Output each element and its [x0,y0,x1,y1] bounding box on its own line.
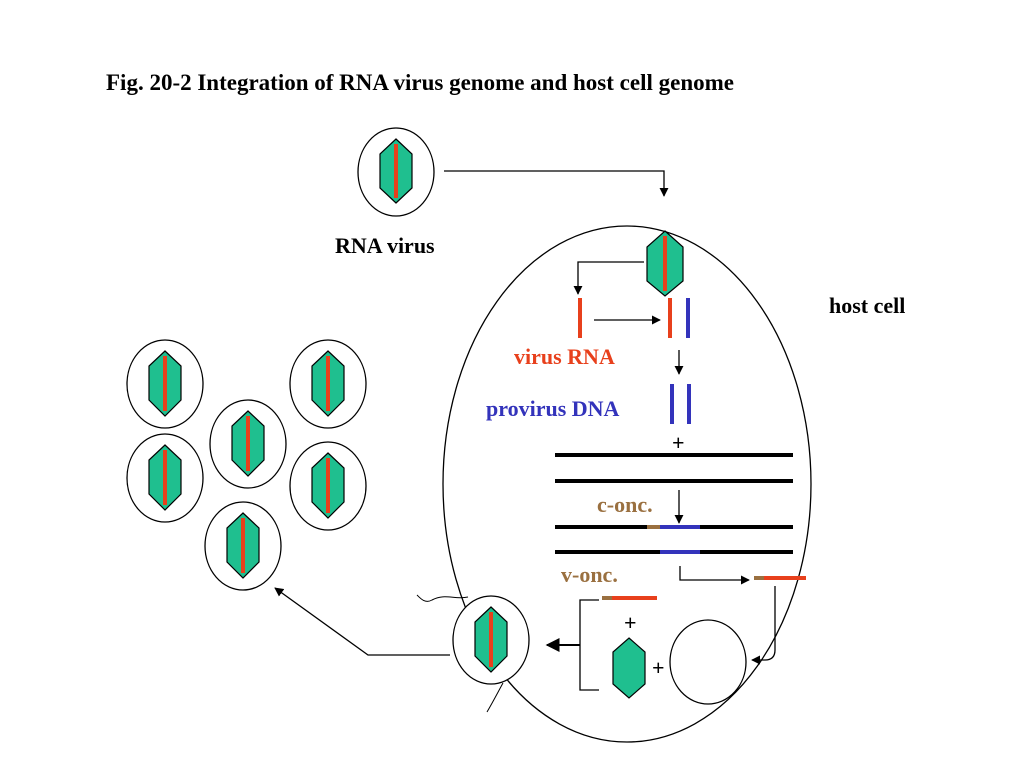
host-cell-membrane [442,225,812,743]
progeny-virus-5 [289,441,367,531]
host-cell-label: host cell [829,293,905,318]
progeny-virus-3 [209,399,287,489]
empty-capsid-icon [612,637,646,699]
c-onc-label: c-onc. [597,492,653,517]
virus-rna-label: virus RNA [514,344,615,369]
internalized-virus [646,230,684,297]
progeny-virus-4 [126,433,204,523]
membrane-fragment-top [416,594,469,602]
rna-virus-label: RNA virus [335,233,435,258]
translation-arrow [751,586,776,665]
progeny-virus-1 [126,339,204,429]
figure-title: Fig. 20-2 Integration of RNA virus genom… [106,70,734,95]
transcription-arrow [679,566,750,585]
membrane-fragment-bottom [486,682,504,713]
plus-sign-3: + [652,655,665,680]
uncoating-arrow [573,261,644,295]
v-onc-label: v-onc. [561,562,618,587]
budding-virus [452,595,530,685]
plus-sign-1: + [672,430,685,455]
release-arrow [274,587,450,656]
assembly-bracket [579,599,599,691]
entry-arrow [444,170,669,197]
plus-sign-2: + [624,610,637,635]
provirus-dna-label: provirus DNA [486,396,620,421]
rna-virus-particle [357,127,435,217]
progeny-virus-6 [204,501,282,591]
progeny-virus-2 [289,339,367,429]
envelope-membrane [669,619,747,705]
